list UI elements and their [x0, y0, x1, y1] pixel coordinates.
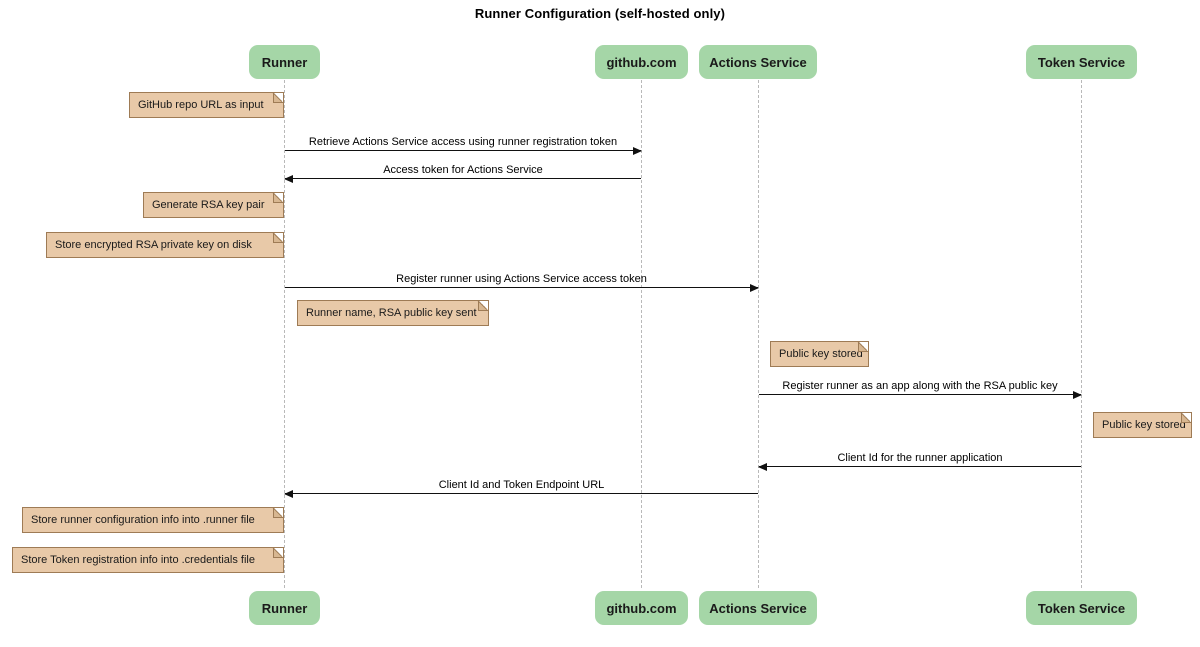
message-label: Client Id for the runner application — [837, 452, 1003, 464]
arrowhead-left-icon — [758, 462, 767, 471]
participant-actions-top[interactable]: Actions Service — [699, 45, 817, 79]
message-label: Access token for Actions Service — [383, 164, 543, 176]
participant-github-bottom[interactable]: github.com — [595, 591, 688, 625]
note-label: GitHub repo URL as input — [138, 98, 264, 111]
lifeline-github — [641, 80, 642, 588]
note-runner-name-public-key: Runner name, RSA public key sent — [297, 300, 489, 326]
participant-token-bottom[interactable]: Token Service — [1026, 591, 1137, 625]
note-fold-icon — [273, 193, 283, 203]
note-fold-icon — [273, 233, 283, 243]
page-title: Runner Configuration (self-hosted only) — [474, 6, 726, 21]
lifeline-actions — [758, 80, 759, 588]
note-label: Runner name, RSA public key sent — [306, 306, 477, 319]
message-retrieve-actions-access: Retrieve Actions Service access using ru… — [285, 136, 642, 155]
message-label: Client Id and Token Endpoint URL — [438, 479, 605, 491]
arrowhead-right-icon — [1073, 390, 1082, 399]
participant-actions-bottom[interactable]: Actions Service — [699, 591, 817, 625]
note-fold-icon — [273, 548, 283, 558]
note-label: Store Token registration info into .cred… — [21, 553, 255, 566]
arrowhead-right-icon — [633, 146, 642, 155]
note-fold-icon — [1181, 413, 1191, 423]
note-fold-icon — [858, 342, 868, 352]
note-fold-icon — [478, 301, 488, 311]
note-label: Generate RSA key pair — [152, 198, 265, 211]
lifeline-token — [1081, 80, 1082, 588]
message-register-runner: Register runner using Actions Service ac… — [285, 273, 759, 292]
note-public-key-stored-token: Public key stored — [1093, 412, 1192, 438]
note-store-encrypted-private-key: Store encrypted RSA private key on disk — [46, 232, 284, 258]
note-store-token-registration: Store Token registration info into .cred… — [12, 547, 284, 573]
message-access-token: Access token for Actions Service — [284, 164, 641, 183]
message-label: Register runner as an app along with the… — [782, 380, 1058, 392]
message-client-id-token-endpoint: Client Id and Token Endpoint URL — [284, 479, 758, 498]
note-label: Public key stored — [779, 347, 863, 360]
note-fold-icon — [273, 508, 283, 518]
message-label: Register runner using Actions Service ac… — [396, 273, 647, 285]
lifeline-runner — [284, 80, 285, 588]
participant-token-top[interactable]: Token Service — [1026, 45, 1137, 79]
message-label: Retrieve Actions Service access using ru… — [308, 136, 618, 148]
arrowhead-right-icon — [750, 283, 759, 292]
arrowhead-left-icon — [284, 489, 293, 498]
note-github-repo-url: GitHub repo URL as input — [129, 92, 284, 118]
arrowhead-left-icon — [284, 174, 293, 183]
participant-runner-top[interactable]: Runner — [249, 45, 320, 79]
note-fold-icon — [273, 93, 283, 103]
participant-github-top[interactable]: github.com — [595, 45, 688, 79]
message-register-runner-as-app: Register runner as an app along with the… — [759, 380, 1082, 399]
message-client-id-runner-application: Client Id for the runner application — [758, 452, 1081, 471]
note-public-key-stored-actions: Public key stored — [770, 341, 869, 367]
participant-runner-bottom[interactable]: Runner — [249, 591, 320, 625]
note-label: Store runner configuration info into .ru… — [31, 513, 255, 526]
note-store-runner-config: Store runner configuration info into .ru… — [22, 507, 284, 533]
note-generate-rsa-key-pair: Generate RSA key pair — [143, 192, 284, 218]
note-label: Public key stored — [1102, 418, 1186, 431]
note-label: Store encrypted RSA private key on disk — [55, 238, 252, 251]
